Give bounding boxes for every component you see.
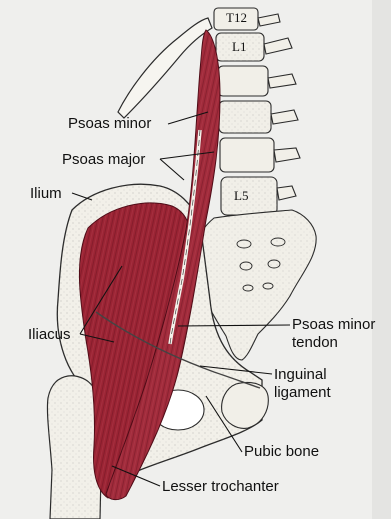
label-psoas-minor-tendon-line2: tendon — [292, 334, 338, 351]
label-iliacus: Iliacus — [28, 326, 71, 343]
label-psoas-minor: Psoas minor — [68, 115, 151, 132]
vertebra-label-l1: L1 — [232, 40, 246, 54]
label-inguinal-line2: ligament — [274, 384, 331, 401]
page-shadow-right — [372, 0, 391, 519]
label-lesser-trochanter: Lesser trochanter — [162, 478, 279, 495]
label-inguinal-line1: Inguinal — [274, 366, 327, 383]
label-ilium: Ilium — [30, 185, 62, 202]
label-pubic-bone: Pubic bone — [244, 443, 319, 460]
label-psoas-major: Psoas major — [62, 151, 145, 168]
label-psoas-minor-tendon-line1: Psoas minor — [292, 316, 375, 333]
vertebra-label-l5: L5 — [234, 189, 248, 203]
vertebra-label-t12: T12 — [226, 11, 247, 25]
